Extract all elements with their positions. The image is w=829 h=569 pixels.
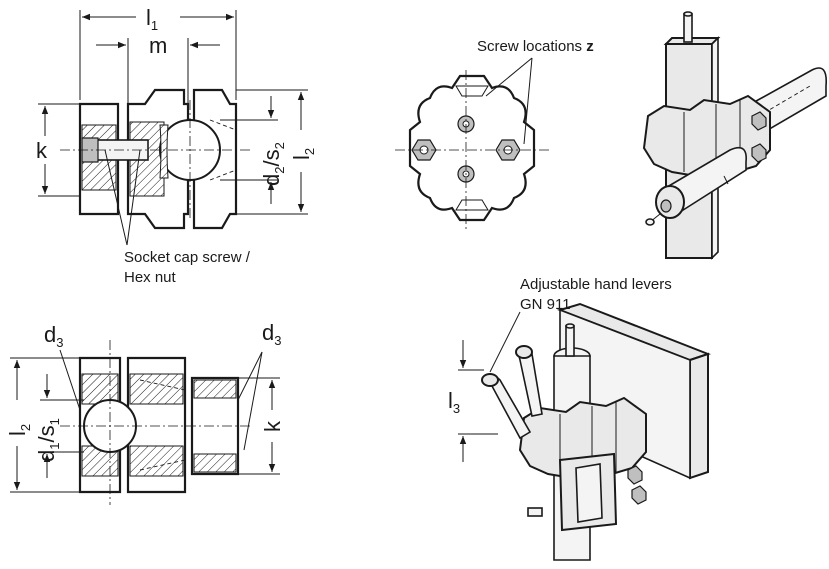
- dim-l1: l1: [79, 5, 237, 100]
- dim-k-top: k: [36, 103, 80, 197]
- dim-k-bottom-label: k: [260, 420, 285, 432]
- dim-m-label: m: [149, 33, 167, 58]
- bottom-left-section-view: [60, 340, 250, 505]
- hex-nut-label: Hex nut: [124, 269, 177, 286]
- dim-d3-right-label: d3: [262, 320, 281, 348]
- hand-levers-callout: Adjustable hand levers GN 911: [489, 276, 672, 373]
- hand-levers-label: Adjustable hand levers: [520, 276, 672, 293]
- socket-cap-screw-label: Socket cap screw /: [124, 249, 251, 266]
- dim-k-top-label: k: [36, 138, 48, 163]
- isometric-assembly-bottom: [481, 302, 711, 561]
- screw-locations-callout: Screw locations z: [477, 38, 594, 145]
- dim-l3-label: l3: [448, 388, 460, 416]
- dim-l2-bottom: l2: [5, 357, 80, 493]
- dim-l2-top: l2: [236, 89, 317, 215]
- dim-l3: l3: [448, 340, 498, 462]
- hand-levers-model: GN 911: [520, 296, 571, 313]
- dim-d1-s1: d1/s1: [34, 374, 84, 478]
- dim-l2-top-label: l2: [289, 148, 317, 160]
- socket-cap-screw-callout: Socket cap screw / Hex nut: [104, 149, 251, 286]
- top-left-section-view: [60, 88, 250, 230]
- dim-d1-s1-label: d1/s1: [34, 418, 62, 462]
- dim-d2-s2-label: d2/s2: [259, 142, 287, 186]
- dim-k-bottom: k: [238, 377, 285, 475]
- dim-l1-label: l1: [146, 5, 158, 33]
- front-view: [395, 70, 550, 230]
- isometric-assembly-top: [642, 11, 828, 260]
- dim-d2-s2: d2/s2: [220, 96, 287, 204]
- dim-m: m: [96, 33, 220, 104]
- dim-d3-left-label: d3: [44, 322, 63, 350]
- dim-d3-left: d3: [44, 322, 81, 411]
- dim-l2-bottom-label: l2: [5, 424, 33, 436]
- dim-d3-right: d3: [237, 320, 281, 451]
- screw-locations-label: Screw locations z: [477, 38, 594, 55]
